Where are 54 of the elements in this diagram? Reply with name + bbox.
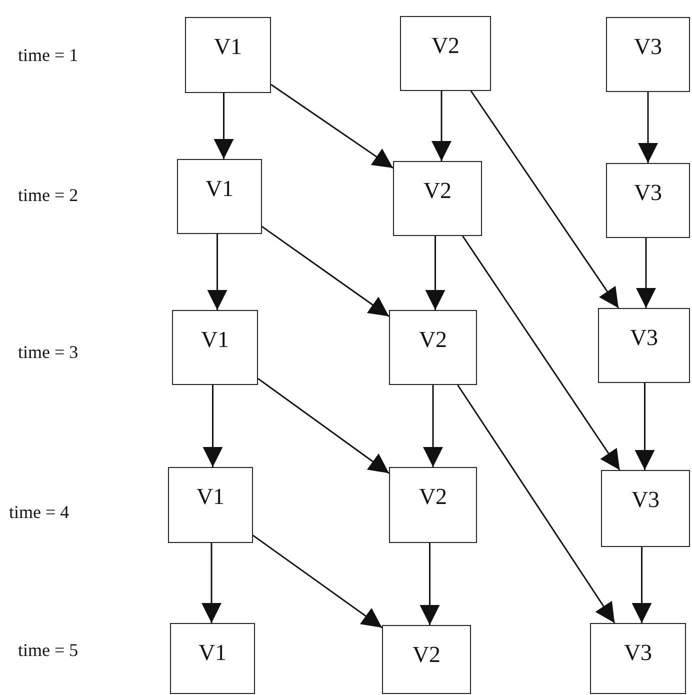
arrow — [258, 378, 390, 474]
node-label: V2 — [430, 33, 461, 59]
arrow — [462, 236, 620, 470]
arrow — [634, 383, 655, 470]
node-label: V3 — [632, 34, 664, 60]
node-label: V2 — [418, 484, 448, 510]
arrow — [214, 93, 234, 159]
arrow — [638, 92, 658, 163]
arrow — [632, 547, 652, 623]
arrow — [470, 90, 620, 308]
node-label: V3 — [632, 180, 664, 206]
process-box — [393, 161, 482, 236]
time-label: time = 3 — [18, 341, 78, 363]
process-box — [606, 17, 690, 92]
arrow — [420, 543, 440, 625]
process-box — [598, 308, 690, 383]
node-label: V3 — [622, 640, 654, 666]
node-label: V2 — [422, 178, 453, 204]
process-box — [400, 16, 491, 91]
process-box — [177, 159, 262, 234]
arrow — [207, 234, 228, 310]
arrow — [457, 384, 616, 624]
arrow — [423, 385, 443, 467]
process-box — [382, 625, 471, 694]
node-label: V3 — [630, 487, 661, 513]
arrow — [262, 226, 390, 317]
arrow — [202, 543, 222, 623]
process-box — [606, 163, 690, 238]
arrow — [202, 385, 223, 467]
process-box — [590, 623, 686, 694]
process-box — [389, 467, 477, 543]
process-box — [601, 470, 690, 547]
node-label: V1 — [212, 34, 244, 60]
node-label: V1 — [195, 484, 226, 510]
arrow — [636, 238, 656, 308]
node-label: V1 — [197, 640, 228, 666]
node-label: V2 — [411, 642, 442, 668]
process-box — [170, 623, 255, 694]
node-label: V1 — [200, 327, 230, 353]
process-box — [389, 310, 477, 385]
arrow — [270, 84, 394, 169]
arrow — [425, 236, 446, 310]
time-label: time = 4 — [9, 501, 70, 523]
time-label: time = 2 — [18, 184, 78, 206]
time-label: time = 5 — [18, 639, 78, 661]
arrow — [432, 91, 452, 161]
node-label: V2 — [418, 327, 448, 353]
node-label: V1 — [204, 176, 235, 202]
process-box — [185, 17, 271, 93]
process-box — [168, 467, 253, 543]
process-box — [172, 310, 258, 385]
node-label: V3 — [628, 325, 660, 351]
time-label: time = 1 — [18, 44, 78, 66]
arrow — [252, 534, 382, 628]
